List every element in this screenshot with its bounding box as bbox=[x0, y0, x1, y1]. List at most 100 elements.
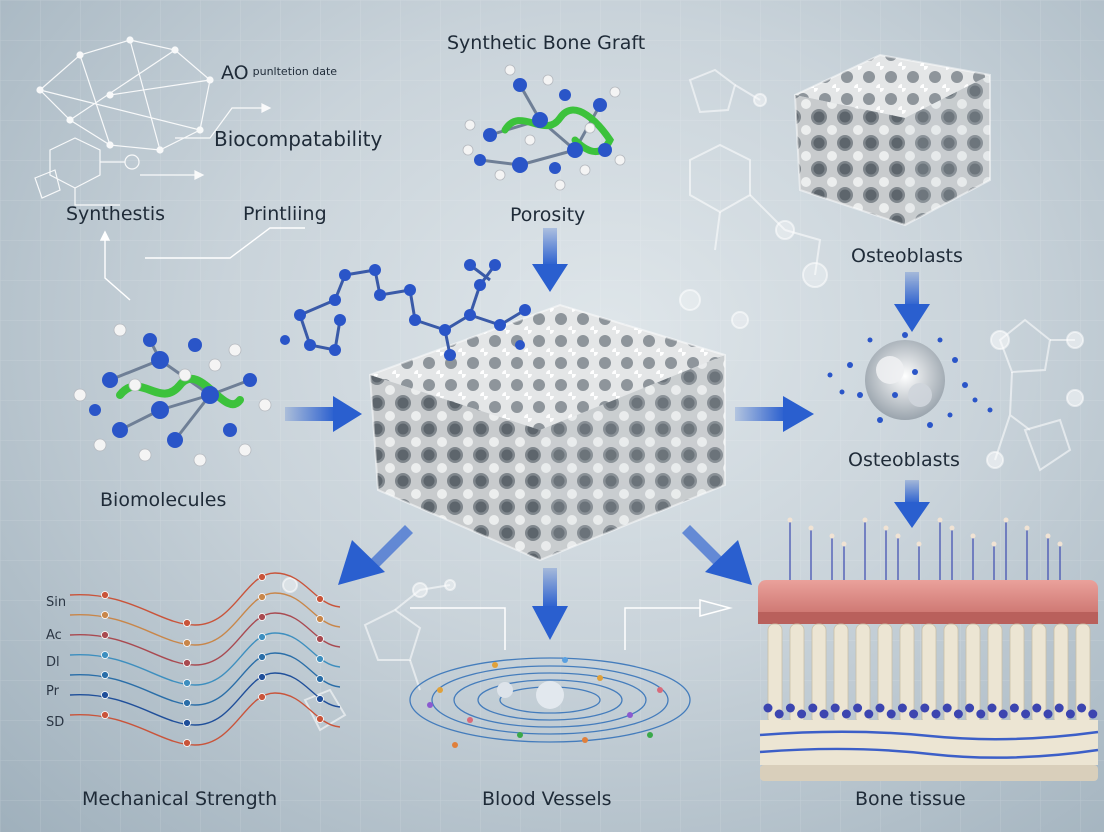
tissue-cell bbox=[853, 703, 863, 713]
wave-point bbox=[183, 739, 191, 747]
wave-chart-icon bbox=[69, 572, 341, 747]
wave-line bbox=[69, 632, 341, 686]
wave-line bbox=[69, 692, 341, 746]
tissue-cell bbox=[763, 703, 773, 713]
wave-point bbox=[183, 679, 191, 687]
stalk-head bbox=[1045, 533, 1051, 539]
tissue-cell bbox=[998, 709, 1008, 719]
wave-point bbox=[183, 699, 191, 707]
tissue-cell bbox=[909, 709, 919, 719]
wave-line bbox=[69, 612, 341, 666]
wave-point bbox=[183, 639, 191, 647]
tissue-cell bbox=[841, 709, 851, 719]
tissue-cell bbox=[965, 703, 975, 713]
wave-point bbox=[101, 651, 109, 659]
network-graph-icon bbox=[34, 36, 272, 206]
wave-point bbox=[316, 615, 324, 623]
wave-point bbox=[316, 715, 324, 723]
mechanical-strength-label: Mechanical Strength bbox=[82, 788, 278, 810]
stalk-head bbox=[883, 525, 889, 531]
wave-point bbox=[101, 711, 109, 719]
wave-point bbox=[316, 595, 324, 603]
tissue-cell bbox=[875, 703, 885, 713]
bone-tissue-icon bbox=[758, 517, 1099, 781]
tissue-cell bbox=[1088, 709, 1098, 719]
wave-point bbox=[258, 593, 266, 601]
stalk-head bbox=[949, 525, 955, 531]
wave-point bbox=[258, 573, 266, 581]
wave-line bbox=[69, 592, 341, 646]
stalk-head bbox=[970, 533, 976, 539]
wave-label: Ac bbox=[46, 628, 62, 643]
tissue-cell bbox=[976, 709, 986, 719]
top-molecule-icon bbox=[462, 64, 626, 191]
tissue-cell bbox=[1077, 703, 1087, 713]
stalk-head bbox=[1024, 525, 1030, 531]
wave-line bbox=[69, 572, 341, 626]
tissue-cell bbox=[1054, 703, 1064, 713]
stalk-head bbox=[862, 517, 868, 523]
osteoblasts-mid-label: Osteoblasts bbox=[848, 449, 960, 471]
wave-label: SD bbox=[46, 715, 65, 730]
wave-point bbox=[101, 671, 109, 679]
wave-point bbox=[258, 673, 266, 681]
wave-point bbox=[101, 611, 109, 619]
tissue-cell bbox=[886, 709, 896, 719]
tissue-cell bbox=[1043, 709, 1053, 719]
tissue-cell bbox=[1021, 709, 1031, 719]
wave-line bbox=[69, 672, 341, 726]
wave-point bbox=[183, 719, 191, 727]
tissue-cell bbox=[931, 709, 941, 719]
top-right-scaffold-icon bbox=[793, 53, 991, 227]
wave-point bbox=[183, 619, 191, 627]
wave-point bbox=[258, 693, 266, 701]
tissue-cell bbox=[785, 703, 795, 713]
wave-point bbox=[101, 691, 109, 699]
tissue-cell bbox=[1065, 709, 1075, 719]
tissue-cell bbox=[987, 703, 997, 713]
wave-point bbox=[258, 633, 266, 641]
printing-label: Printliing bbox=[243, 203, 327, 225]
tissue-cell bbox=[1032, 703, 1042, 713]
biocompatability-label: Biocompatability bbox=[214, 127, 383, 151]
arrow-icon bbox=[285, 228, 930, 650]
process-connector-lines bbox=[99, 227, 305, 301]
biomolecules-label: Biomolecules bbox=[100, 489, 227, 511]
tissue-cell bbox=[1009, 703, 1019, 713]
blood-vessels-label: Blood Vessels bbox=[482, 788, 612, 810]
wave-point bbox=[316, 635, 324, 643]
tissue-cell bbox=[819, 709, 829, 719]
faint-molecule-outlines bbox=[282, 68, 1084, 732]
tissue-cell bbox=[942, 703, 952, 713]
stalk-head bbox=[1003, 517, 1009, 523]
bone-tissue-label: Bone tissue bbox=[855, 788, 966, 810]
tissue-cell bbox=[953, 709, 963, 719]
diagram-title: Synthetic Bone Graft bbox=[447, 32, 646, 54]
chain-molecule-icon bbox=[280, 259, 531, 361]
central-scaffold-icon bbox=[368, 303, 726, 562]
stalk-head bbox=[1057, 541, 1063, 547]
wave-point bbox=[316, 695, 324, 703]
osteoblast-cluster-icon bbox=[827, 332, 993, 428]
wave-point bbox=[183, 659, 191, 667]
stalk-head bbox=[808, 525, 814, 531]
wave-label: Pr bbox=[46, 684, 59, 699]
tissue-cell bbox=[774, 709, 784, 719]
stalk-head bbox=[787, 517, 793, 523]
stalk-head bbox=[841, 541, 847, 547]
stalk-head bbox=[829, 533, 835, 539]
wave-point bbox=[316, 655, 324, 663]
tissue-cell bbox=[897, 703, 907, 713]
tissue-cell bbox=[797, 709, 807, 719]
wave-point bbox=[101, 591, 109, 599]
stalk-head bbox=[916, 541, 922, 547]
wave-point bbox=[258, 653, 266, 661]
blood-vessel-icon bbox=[409, 657, 691, 748]
wave-line bbox=[69, 652, 341, 706]
porosity-label: Porosity bbox=[510, 204, 586, 226]
wave-point bbox=[101, 631, 109, 639]
stalk-head bbox=[895, 533, 901, 539]
tissue-cell bbox=[808, 703, 818, 713]
